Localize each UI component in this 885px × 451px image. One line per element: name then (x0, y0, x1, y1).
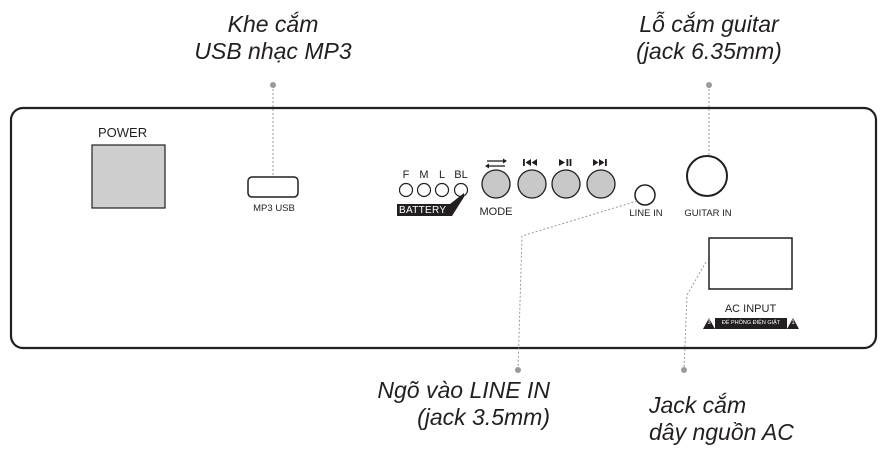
line-in-callout: Ngõ vào LINE IN (jack 3.5mm) (340, 377, 550, 431)
device-panel (9, 106, 878, 350)
line-in-jack[interactable] (634, 184, 656, 206)
usb-callout: Khe cắm USB nhạc MP3 (188, 11, 358, 65)
mode-label: MODE (479, 206, 513, 218)
ac-callout: Jack cắm dây nguồn AC (649, 392, 839, 446)
ac-warning-text: ĐỂ PHÒNG ĐIỆN GIẬT (721, 320, 781, 326)
battery-led-f-label: F (402, 169, 410, 181)
line-in-callout-line1: Ngõ vào LINE IN (377, 377, 550, 403)
play-pause-button[interactable] (551, 169, 581, 199)
usb-callout-line1: Khe cắm (227, 11, 319, 37)
battery-led-m (416, 182, 432, 198)
battery-led-bl (453, 182, 469, 198)
usb-callout-line2: USB nhạc MP3 (194, 38, 352, 64)
ac-warning-left-number: 3 (707, 320, 711, 326)
guitar-callout-line2: (jack 6.35mm) (636, 38, 782, 64)
mode-button[interactable] (481, 169, 511, 199)
guitar-callout: Lỗ cắm guitar (jack 6.35mm) (614, 11, 804, 65)
skip-back-icon (523, 159, 537, 166)
guitar-callout-line1: Lỗ cắm guitar (639, 11, 779, 37)
usb-label: MP3 USB (253, 203, 295, 214)
battery-led-m-label: M (419, 169, 429, 181)
battery-led-f (398, 182, 414, 198)
battery-led-l (434, 182, 450, 198)
battery-label: BATTERY (399, 205, 447, 216)
battery-label-bar (397, 193, 464, 216)
play-pause-icon (559, 159, 572, 166)
power-switch[interactable] (91, 144, 166, 209)
ac-warning-bar (703, 318, 799, 329)
usb-port[interactable] (247, 176, 299, 198)
ac-input-socket[interactable] (708, 237, 793, 290)
guitar-in-label: GUITAR IN (684, 208, 732, 219)
leader-lines (272, 85, 710, 371)
next-button[interactable] (586, 169, 616, 199)
battery-led-bl-label: BL (454, 169, 468, 181)
skip-forward-icon (593, 159, 607, 166)
battery-led-l-label: L (438, 169, 446, 181)
prev-button[interactable] (517, 169, 547, 199)
leader-dots (270, 82, 712, 373)
guitar-in-jack[interactable] (686, 155, 728, 197)
line-in-label: LINE IN (629, 208, 663, 219)
line-in-callout-line2: (jack 3.5mm) (417, 404, 550, 430)
repeat-icon (485, 158, 507, 169)
power-label: POWER (98, 125, 148, 140)
ac-callout-line2: dây nguồn AC (649, 419, 794, 445)
ac-warning-right-number: 1 (791, 320, 795, 326)
ac-callout-line1: Jack cắm (649, 392, 747, 418)
ac-input-label: AC INPUT (724, 303, 777, 315)
